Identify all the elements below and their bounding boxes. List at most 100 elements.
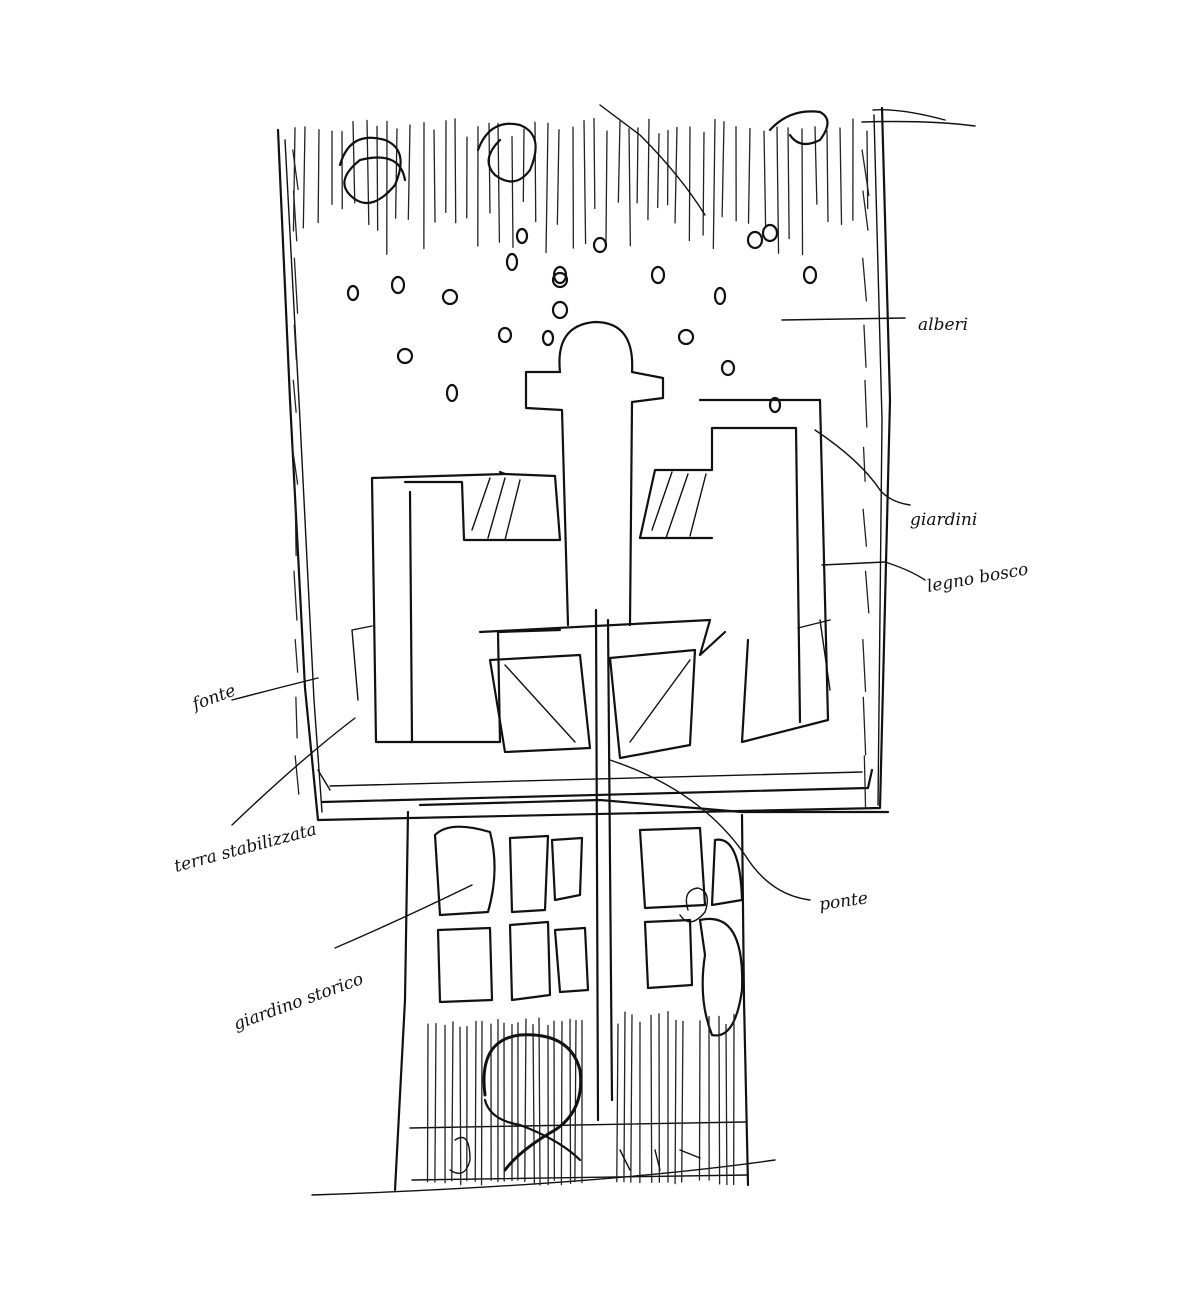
hatch-stroke: [522, 128, 525, 202]
tree-dot: [768, 396, 782, 414]
hatch-stroke: [407, 124, 411, 220]
tree-dot: [441, 288, 459, 306]
hatch-stroke: [688, 126, 691, 242]
leader-alberi: [781, 317, 906, 321]
hatch-stroke: [317, 129, 320, 224]
hatch-stroke: [376, 125, 379, 231]
leader-ponte: [609, 759, 811, 901]
hatch-stroke: [681, 1020, 684, 1183]
tree-dot: [505, 252, 519, 272]
label-legno-bosco: legno bosco: [925, 559, 1029, 597]
tree-dot: [592, 236, 608, 254]
hatch-stroke: [583, 119, 587, 245]
hatch-stroke: [725, 1023, 728, 1186]
leader-giardini: [814, 429, 911, 506]
lower-plot-outline: [311, 798, 890, 1196]
hatch-stroke: [801, 128, 804, 256]
label-giardino-storico: giardino storico: [231, 969, 366, 1035]
hatch-stroke: [538, 1017, 541, 1186]
tree-dot: [541, 329, 555, 347]
hatch-stroke: [628, 128, 632, 247]
hatch-stroke: [747, 127, 751, 224]
hatch-stroke: [862, 696, 867, 756]
hatch-stroke: [292, 190, 298, 242]
hatch-stroke: [294, 638, 299, 673]
hatch-stroke: [826, 130, 829, 223]
hatch-stroke: [863, 324, 867, 368]
tree-dot: [761, 223, 779, 243]
hatch-stroke: [864, 570, 870, 614]
tree-dot: [515, 227, 529, 245]
tree-dot: [551, 300, 569, 320]
hatch-stroke: [814, 126, 818, 205]
tree-dot: [720, 359, 736, 377]
hatch-stroke: [534, 121, 537, 223]
hatch-stroke: [862, 190, 869, 231]
leader-giardino-storico: [334, 884, 473, 949]
hatch-stroke: [721, 121, 725, 218]
bottom-hatching: [426, 1010, 735, 1186]
hatch-stroke: [593, 117, 596, 210]
hatch-stroke: [451, 1021, 454, 1182]
tree-dot: [713, 286, 727, 306]
tree-dot: [802, 265, 818, 285]
hatch-stroke: [623, 1011, 626, 1183]
hatch-stroke: [293, 324, 297, 361]
hatch-stroke: [474, 1020, 477, 1182]
hatch-stroke: [511, 135, 514, 248]
leader-fonte: [231, 677, 319, 701]
hatch-stroke: [698, 1020, 701, 1181]
hatch-stroke: [636, 127, 639, 204]
label-terra-stabilizzata: terra stabilizzata: [172, 820, 319, 877]
tree-dot: [497, 326, 513, 344]
hatch-stroke: [532, 1024, 536, 1186]
central-pavilion: [478, 608, 727, 1122]
tree-dot: [650, 265, 666, 285]
tree-dots: [346, 223, 818, 414]
tree-band-hatching: [291, 117, 870, 808]
hatch-stroke: [292, 149, 299, 191]
hatch-stroke: [560, 1021, 563, 1186]
label-alberi: alberi: [918, 315, 968, 335]
hatch-stroke: [839, 127, 843, 226]
left-garden: [351, 470, 562, 744]
hatch-stroke: [863, 755, 867, 808]
hatch-stroke: [864, 379, 868, 428]
hatch-stroke: [862, 257, 868, 302]
hatch-stroke: [616, 1023, 619, 1183]
hatch-stroke: [630, 1014, 633, 1183]
hatch-stroke: [545, 122, 549, 254]
leader-terra-stabilizzata: [231, 717, 356, 826]
hatch-stroke: [712, 118, 716, 250]
hatch-stroke: [861, 149, 870, 197]
hatch-stroke: [718, 1015, 721, 1185]
hatch-stroke: [352, 120, 356, 204]
hatch-stroke: [763, 130, 767, 229]
tree-dot: [445, 383, 459, 403]
label-giardini: giardini: [910, 510, 977, 530]
hatch-stroke: [293, 570, 298, 621]
hatch-stroke: [787, 127, 790, 240]
leader-legno-bosco: [821, 561, 926, 581]
central-axis-cross: [524, 320, 665, 627]
hatch-stroke: [556, 129, 560, 225]
hatch-stroke: [459, 1026, 462, 1186]
label-ponte: ponte: [818, 888, 869, 915]
hatch-stroke: [776, 126, 780, 254]
tree-dot: [346, 284, 360, 302]
tree-dot: [551, 271, 569, 289]
tree-dot: [677, 328, 695, 346]
hatch-stroke: [647, 118, 650, 221]
hatch-stroke: [862, 638, 867, 692]
hatch-stroke: [292, 127, 296, 232]
historic-garden-beds: [433, 825, 744, 1037]
tree-dot: [746, 230, 764, 250]
annotation-leaders: [231, 317, 926, 949]
hatch-stroke: [617, 120, 621, 203]
hatch-stroke: [650, 1014, 653, 1183]
hatch-stroke: [292, 379, 297, 413]
hatch-stroke: [434, 1023, 437, 1183]
hatch-stroke: [433, 129, 436, 223]
bottom-fountain-swirl: [449, 1033, 701, 1174]
